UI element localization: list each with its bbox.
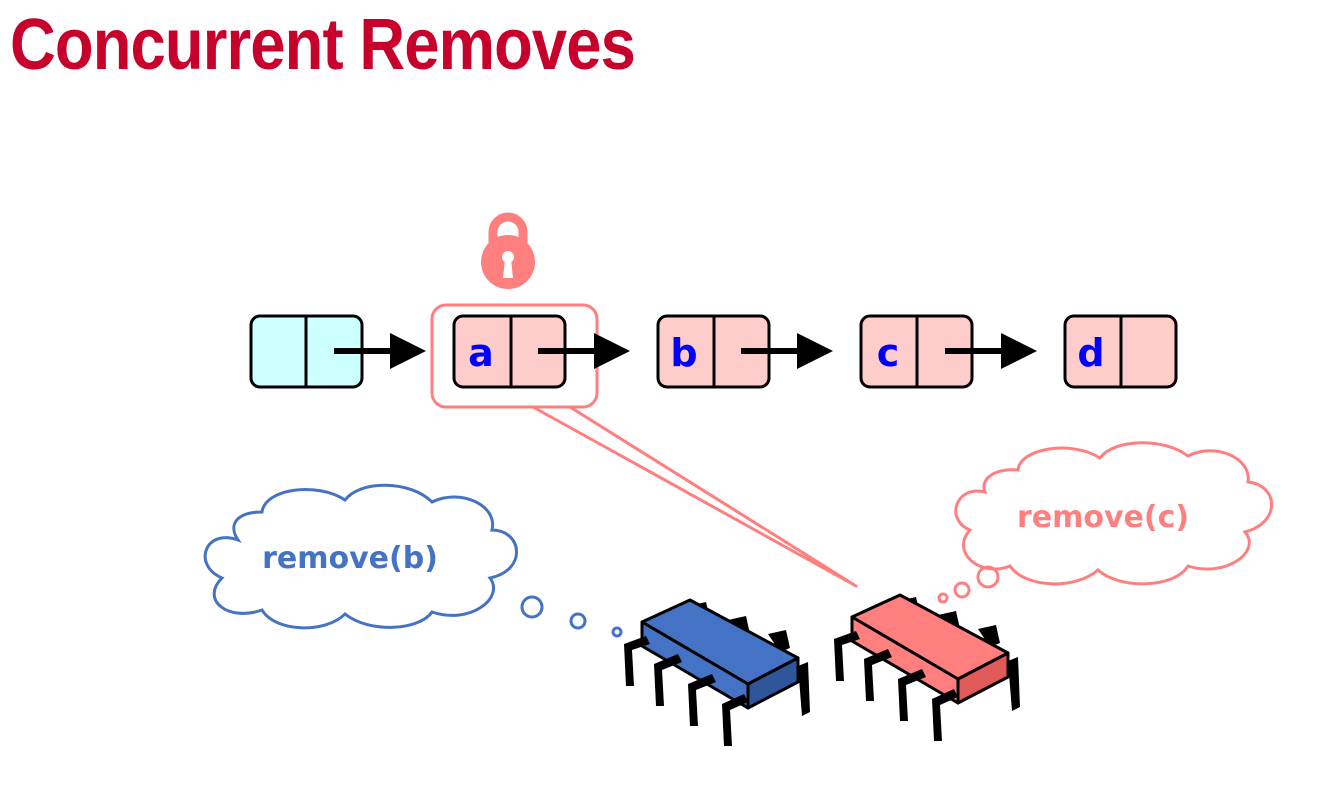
node-label: a [468,331,494,375]
thought-bubble-dot [976,565,1000,589]
thought-cloud-blue: remove(b) [203,483,623,638]
node-label: d [1077,331,1104,375]
slide-title: Concurrent Removes [10,5,636,85]
thought-bubble-dot [611,626,623,638]
thought-bubble-dot [520,595,544,619]
cpu-chip-icon [624,598,810,746]
node-label: c [877,331,900,375]
thought-bubble-dot [953,581,971,599]
thought-text-blue: remove(b) [262,541,438,576]
thought-bubble-dot [569,612,587,630]
thought-bubble-dot [937,592,949,604]
padlock-icon [481,212,535,289]
cpu-chip-icon [834,593,1020,741]
list-node-d: d [1063,314,1178,389]
node-label: b [670,331,697,375]
thought-cloud-pink: remove(c) [937,441,1273,604]
thought-text-pink: remove(c) [1017,500,1189,535]
